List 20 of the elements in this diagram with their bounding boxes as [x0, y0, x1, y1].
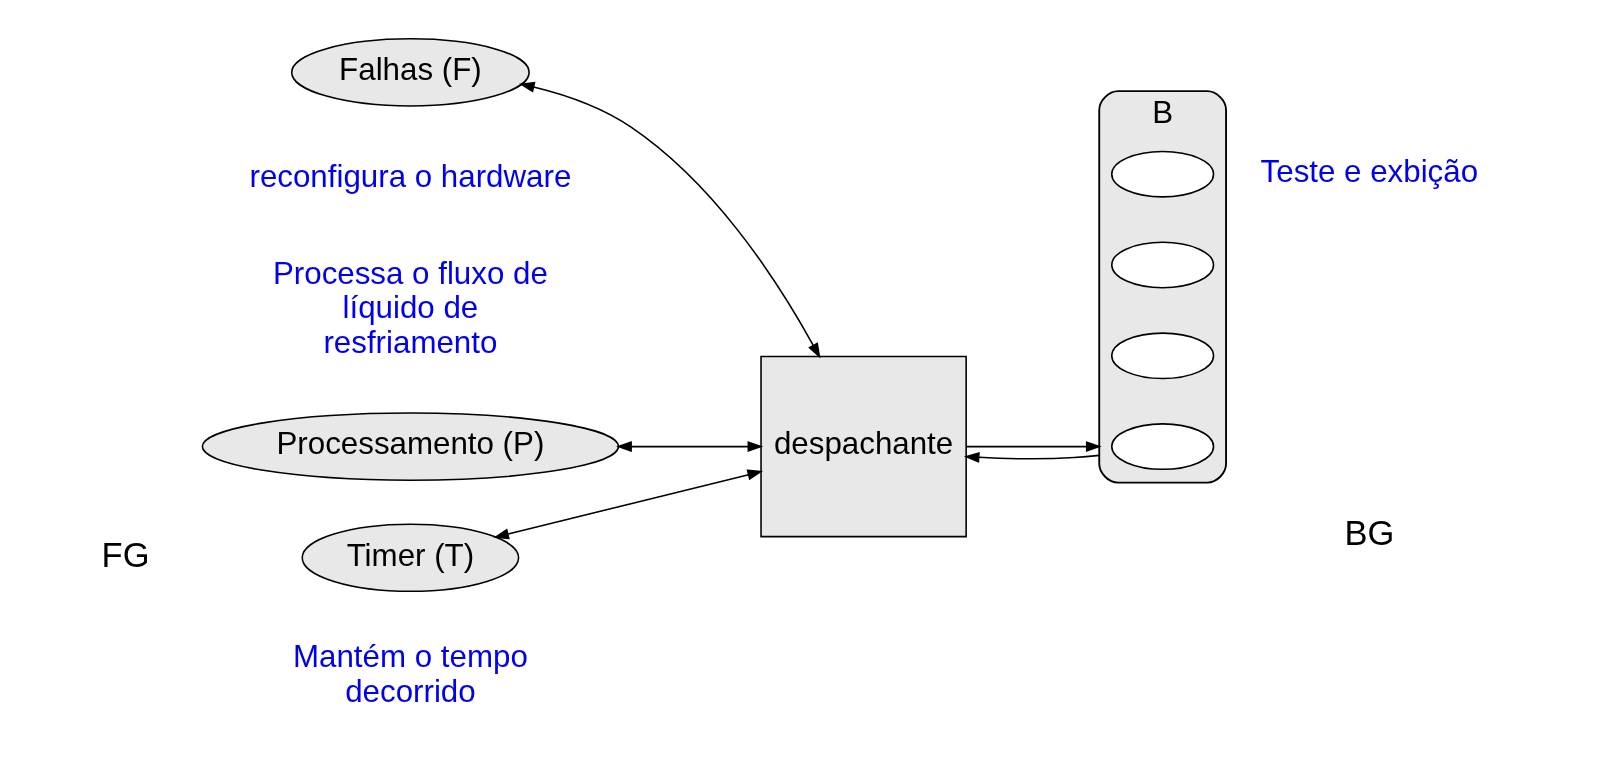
- node-label: Processa o fluxo de líquido de resfriamento: [272, 255, 548, 360]
- node-ellipse: [1110, 150, 1214, 198]
- node-box: despachante: [759, 355, 967, 538]
- cluster: B: [1097, 90, 1227, 484]
- arrow: [963, 451, 1100, 463]
- node-ellipse: [1110, 241, 1214, 289]
- label: FG: [101, 535, 149, 574]
- node-label: Mantém o tempo decorrido: [292, 639, 528, 709]
- node-ellipse: Processamento (P): [201, 412, 619, 481]
- node-ellipse: [1110, 423, 1214, 471]
- arrow: [615, 441, 763, 453]
- node-label: reconfigura o hardware: [248, 158, 571, 194]
- arrow: [518, 81, 820, 359]
- node-ellipse: Falhas (F): [290, 38, 530, 107]
- label: BG: [1343, 513, 1394, 552]
- arrow: [492, 469, 763, 540]
- node-label: Teste e exbição: [1260, 154, 1478, 189]
- node-ellipse: Timer (T): [300, 523, 519, 593]
- arrow: [964, 441, 1102, 453]
- node-ellipse: [1110, 332, 1214, 380]
